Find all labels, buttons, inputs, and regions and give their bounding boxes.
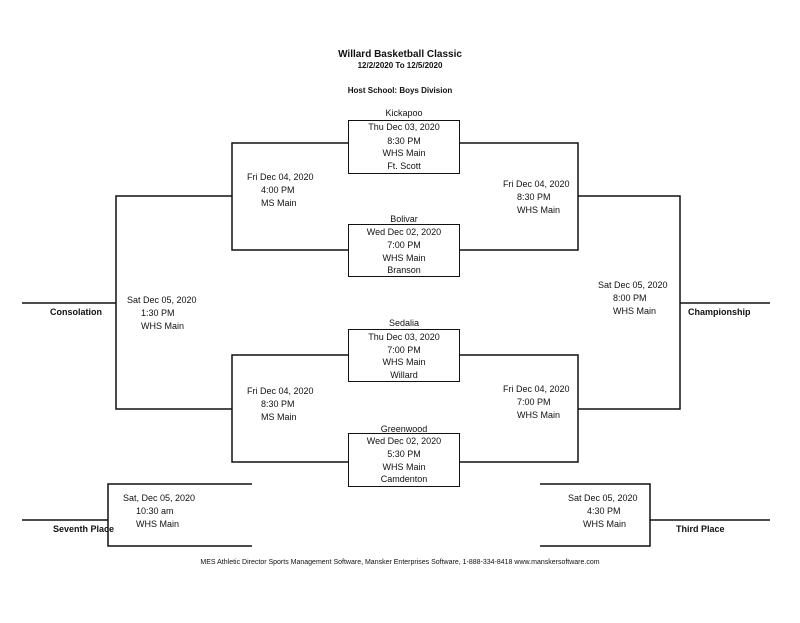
game3-team-top: Sedalia <box>388 318 420 328</box>
game3-location: WHS Main <box>382 357 426 367</box>
third-date: Sat Dec 05, 2020 <box>568 493 638 503</box>
championship-label: Championship <box>688 307 751 317</box>
game1-date: Thu Dec 03, 2020 <box>368 122 440 132</box>
game2-date: Wed Dec 02, 2020 <box>366 227 442 237</box>
third-location: WHS Main <box>583 519 627 529</box>
consolation-time: 1:30 PM <box>141 308 175 318</box>
game1-team-bottom: Ft. Scott <box>387 161 421 171</box>
consolation-location: WHS Main <box>141 321 185 331</box>
third-time: 4:30 PM <box>587 506 621 516</box>
third-label: Third Place <box>676 524 725 534</box>
champ-lower-time: 7:00 PM <box>517 397 551 407</box>
seventh-location: WHS Main <box>136 519 180 529</box>
game2-team-top: Bolivar <box>390 214 418 224</box>
seventh-time: 10:30 am <box>136 506 174 516</box>
cons-upper-time: 4:00 PM <box>261 185 295 195</box>
game2-time: 7:00 PM <box>387 240 421 250</box>
championship-location: WHS Main <box>613 306 657 316</box>
champ-lower-location: WHS Main <box>517 410 561 420</box>
game4-team-bottom: Camdenton <box>380 474 428 484</box>
game4-time: 5:30 PM <box>387 449 421 459</box>
game3-team-bottom: Willard <box>390 370 418 380</box>
date-range: 12/2/2020 To 12/5/2020 <box>357 61 443 70</box>
champ-upper-date: Fri Dec 04, 2020 <box>503 179 570 189</box>
champ-upper-location: WHS Main <box>517 205 561 215</box>
championship-time: 8:00 PM <box>613 293 647 303</box>
consolation-date: Sat Dec 05, 2020 <box>127 295 197 305</box>
seventh-label: Seventh Place <box>53 524 115 534</box>
championship-date: Sat Dec 05, 2020 <box>598 280 668 290</box>
page-title: Willard Basketball Classic <box>338 49 462 60</box>
champ-lower-date: Fri Dec 04, 2020 <box>503 384 570 394</box>
cons-lower-date: Fri Dec 04, 2020 <box>247 386 314 396</box>
game1-team-top: Kickapoo <box>385 108 423 118</box>
game2-box <box>348 224 460 277</box>
game1-time: 8:30 PM <box>387 136 421 146</box>
game3-date: Thu Dec 03, 2020 <box>368 332 440 342</box>
cons-upper-location: MS Main <box>261 198 297 208</box>
seventh-date: Sat, Dec 05, 2020 <box>123 493 196 503</box>
cons-lower-time: 8:30 PM <box>261 399 295 409</box>
game4-date: Wed Dec 02, 2020 <box>366 436 442 446</box>
game4-location: WHS Main <box>382 462 426 472</box>
cons-lower-location: MS Main <box>261 412 297 422</box>
cons-upper-date: Fri Dec 04, 2020 <box>247 172 314 182</box>
game1-box <box>348 120 460 174</box>
game4-team-top: Greenwood <box>380 424 428 434</box>
game2-team-bottom: Branson <box>387 265 421 275</box>
game4-box <box>348 433 460 487</box>
game1-location: WHS Main <box>382 148 426 158</box>
footer-credit: MES Athletic Director Sports Management … <box>200 559 600 566</box>
game3-box <box>348 329 460 382</box>
division-label: Host School: Boys Division <box>347 86 453 95</box>
game2-location: WHS Main <box>382 253 426 263</box>
champ-upper-time: 8:30 PM <box>517 192 551 202</box>
consolation-label: Consolation <box>50 307 102 317</box>
game3-time: 7:00 PM <box>387 345 421 355</box>
